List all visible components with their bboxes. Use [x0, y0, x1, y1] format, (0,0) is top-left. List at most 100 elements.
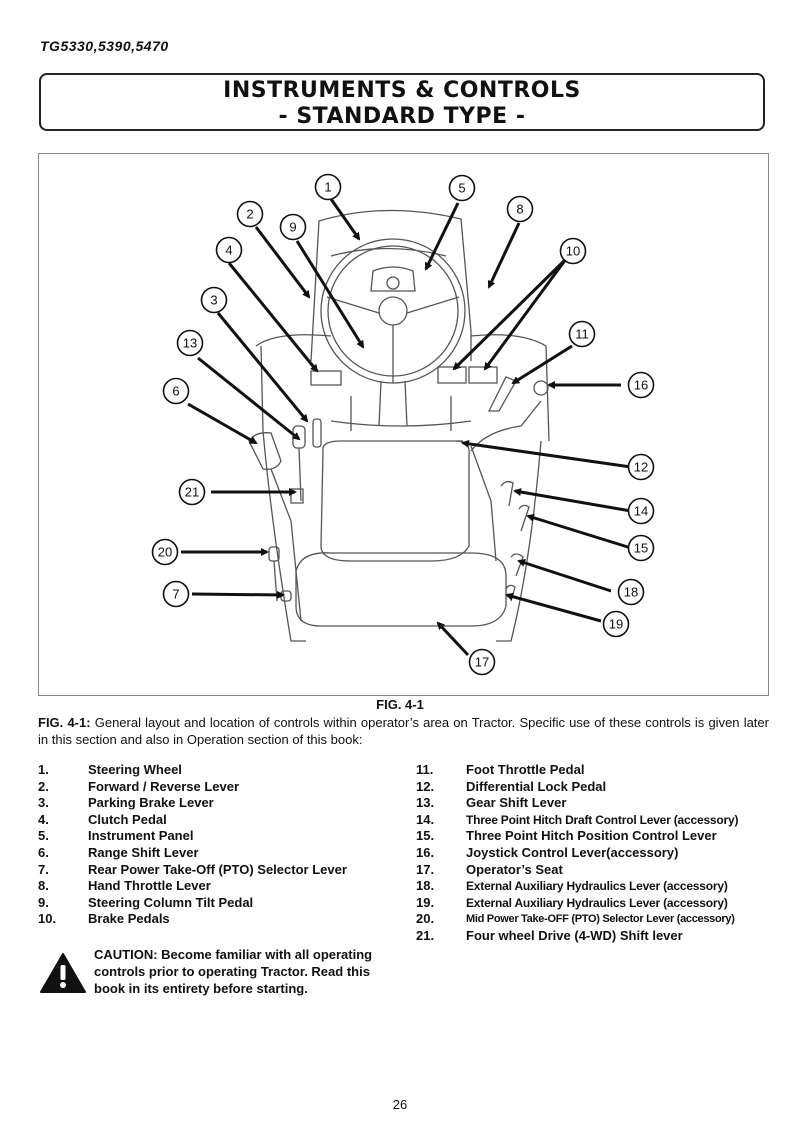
legend-item-number: 9. [38, 894, 49, 910]
callout-number: 4 [225, 243, 232, 258]
callout-16: 16 [627, 371, 655, 399]
legend-item-number: 1. [38, 762, 49, 777]
callout-number: 2 [246, 207, 253, 222]
callout-number: 20 [158, 545, 172, 560]
legend-item-number: 11. [416, 762, 434, 777]
legend-item-number: 7. [38, 861, 49, 877]
callout-2: 2 [236, 200, 264, 228]
callout-number: 21 [185, 485, 199, 500]
legend-item-number: 14. [416, 811, 435, 827]
legend-item-label: Mid Power Take-OFF (PTO) Selector Lever … [466, 913, 735, 926]
callout-number: 6 [172, 384, 179, 399]
callout-21: 21 [178, 478, 206, 506]
callout-10: 10 [559, 237, 587, 265]
legend-item-number: 3. [38, 795, 49, 811]
callout-number: 11 [575, 327, 589, 342]
legend-item-number: 12. [416, 778, 435, 794]
callout-5: 5 [448, 174, 476, 202]
callout-18: 18 [617, 578, 645, 606]
callout-12: 12 [627, 453, 655, 481]
warning-triangle-icon [40, 953, 86, 993]
legend-item-label: Rear Power Take-Off (PTO) Selector Lever [88, 861, 347, 877]
callout-number: 3 [210, 293, 217, 308]
legend-item-label: Brake Pedals [88, 911, 170, 927]
callout-19: 19 [602, 610, 630, 638]
callout-17: 17 [468, 648, 496, 676]
caption-lead: FIG. 4-1: [38, 715, 91, 730]
legend-item-number: 21. [416, 927, 435, 943]
callout-15: 15 [627, 534, 655, 562]
legend-item-label: Instrument Panel [88, 828, 194, 844]
legend-item-label: External Auxiliary Hydraulics Lever (acc… [466, 879, 728, 894]
callout-number: 7 [172, 587, 179, 602]
legend-item-number: 13. [416, 795, 435, 811]
callout-11: 11 [568, 320, 596, 348]
legend-item-label: Forward / Reverse Lever [88, 778, 240, 794]
legend-item-number: 10. [38, 911, 57, 927]
legend-item-label: External Auxiliary Hydraulics Lever (acc… [466, 895, 728, 910]
legend-item-label: Four wheel Drive (4-WD) Shift lever [466, 927, 683, 943]
legend-item-label: Joystick Control Lever(accessory) [466, 844, 679, 860]
callout-number: 1 [324, 180, 331, 195]
callout-number: 13 [183, 336, 197, 351]
tractor-drawing [248, 209, 550, 642]
legend-item-number: 15. [416, 828, 435, 844]
legend-item-number: 5. [38, 828, 49, 844]
legend-item-label: Three Point Hitch Draft Control Lever (a… [466, 812, 739, 827]
callout-14: 14 [627, 497, 655, 525]
legend-item-number: 17. [416, 861, 435, 877]
legend-item-label: Gear Shift Lever [466, 795, 567, 811]
callout-4: 4 [215, 236, 243, 264]
legend-item-label: Hand Throttle Lever [88, 878, 211, 894]
callout-20: 20 [151, 538, 179, 566]
section-title-box: INSTRUMENTS & CONTROLS - STANDARD TYPE - [39, 73, 765, 131]
legend-item-number: 16. [416, 844, 435, 860]
legend-item-label: Three Point Hitch Position Control Lever [466, 828, 717, 844]
legend-item-label: Steering Wheel [88, 762, 182, 777]
callout-leaders [181, 198, 632, 657]
legend-item-label: Steering Column Tilt Pedal [88, 894, 254, 910]
page-number: 26 [392, 1097, 408, 1112]
legend-item-label: Parking Brake Lever [88, 795, 214, 811]
callout-8: 8 [506, 195, 534, 223]
callout-number: 16 [634, 378, 648, 393]
callout-number: 14 [634, 504, 648, 519]
legend-item-label: Differential Lock Pedal [466, 778, 607, 794]
legend-item-number: 18. [416, 878, 435, 894]
legend-item-label: Operator’s Seat [466, 861, 563, 877]
callout-7: 7 [162, 580, 190, 608]
callout-9: 9 [279, 213, 307, 241]
callout-1: 1 [314, 173, 342, 201]
callout-number: 10 [566, 244, 580, 259]
legend-item-number: 6. [38, 844, 49, 860]
caption-text: General layout and location of controls … [38, 715, 769, 747]
callout-number: 5 [458, 181, 465, 196]
model-numbers: TG5330,5390,5470 [40, 38, 169, 54]
callout-number: 18 [624, 585, 638, 600]
legend-item-label: Range Shift Lever [88, 844, 199, 860]
callout-number: 17 [475, 655, 489, 670]
figure-label: FIG. 4-1 [376, 697, 424, 712]
legend-item-label: Clutch Pedal [88, 811, 167, 827]
caution-text: CAUTION: Become familiar with all operat… [94, 947, 373, 996]
section-title: INSTRUMENTS & CONTROLS [223, 78, 581, 103]
figure-caption: FIG. 4-1: General layout and location of… [38, 714, 769, 748]
callout-number: 19 [609, 617, 623, 632]
legend-item-number: 8. [38, 878, 49, 894]
callout-3: 3 [200, 286, 228, 314]
callout-13: 13 [176, 329, 204, 357]
legend-item-number: 2. [38, 778, 49, 794]
legend-item-number: 19. [416, 894, 435, 910]
callout-number: 8 [516, 202, 523, 217]
callout-6: 6 [162, 377, 190, 405]
callout-number: 9 [289, 220, 296, 235]
section-subtitle: - STANDARD TYPE - [278, 104, 526, 129]
legend-item-label: Foot Throttle Pedal [466, 762, 585, 777]
callout-number: 12 [634, 460, 648, 475]
legend-item-number: 4. [38, 811, 49, 827]
callout-number: 15 [634, 541, 648, 556]
legend-item-number: 20. [416, 911, 435, 927]
